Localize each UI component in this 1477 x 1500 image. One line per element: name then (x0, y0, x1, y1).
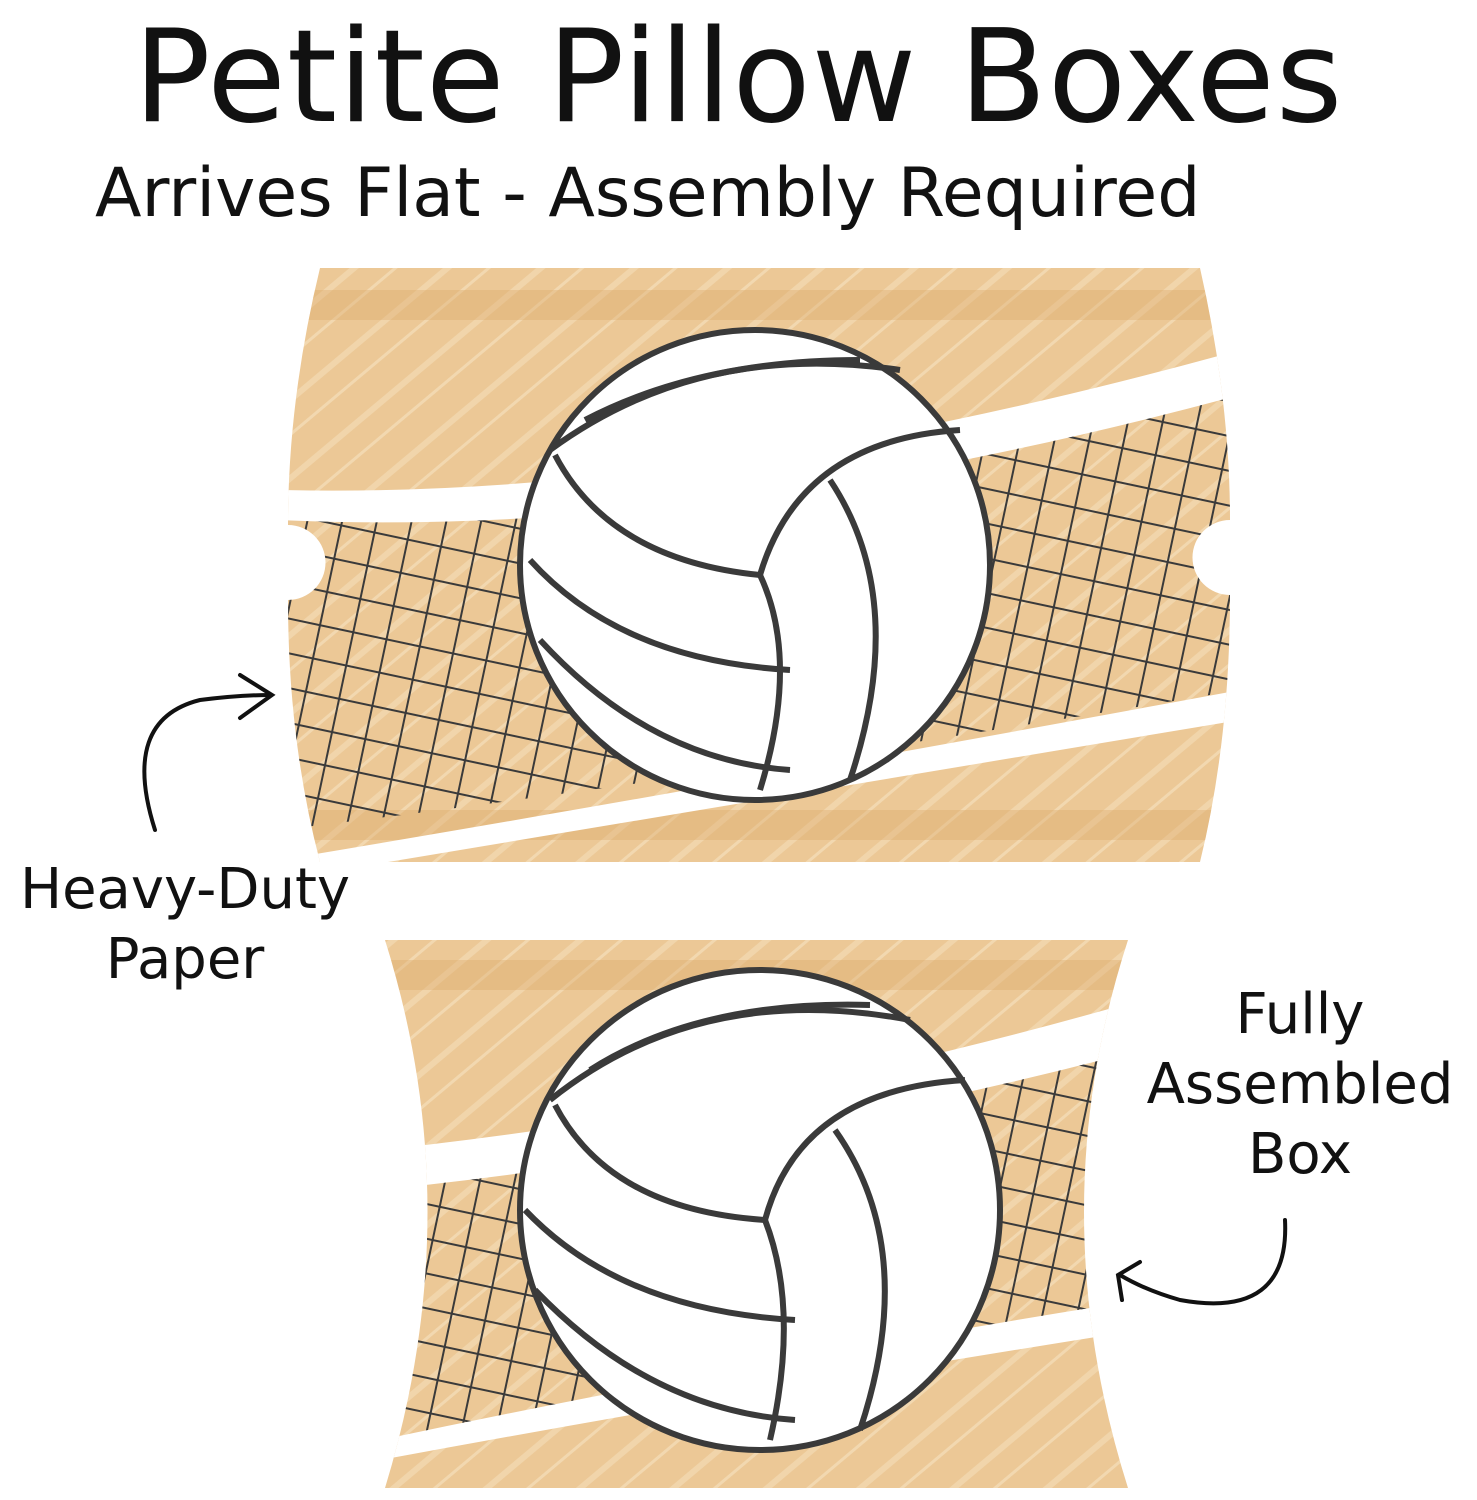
arrow-to-flat-icon (142, 673, 276, 832)
subtitle: Arrives Flat - Assembly Required (95, 154, 1201, 233)
arrow-to-assembled-icon (1115, 1218, 1288, 1306)
fully-assembled-box-label: Fully Assembled Box (1146, 982, 1454, 1187)
flat-pillow-box (288, 268, 1230, 862)
heavy-duty-paper-label: Heavy-Duty Paper (19, 857, 351, 992)
assembled-pillow-box (385, 940, 1128, 1488)
page-title: Petite Pillow Boxes (133, 3, 1344, 152)
